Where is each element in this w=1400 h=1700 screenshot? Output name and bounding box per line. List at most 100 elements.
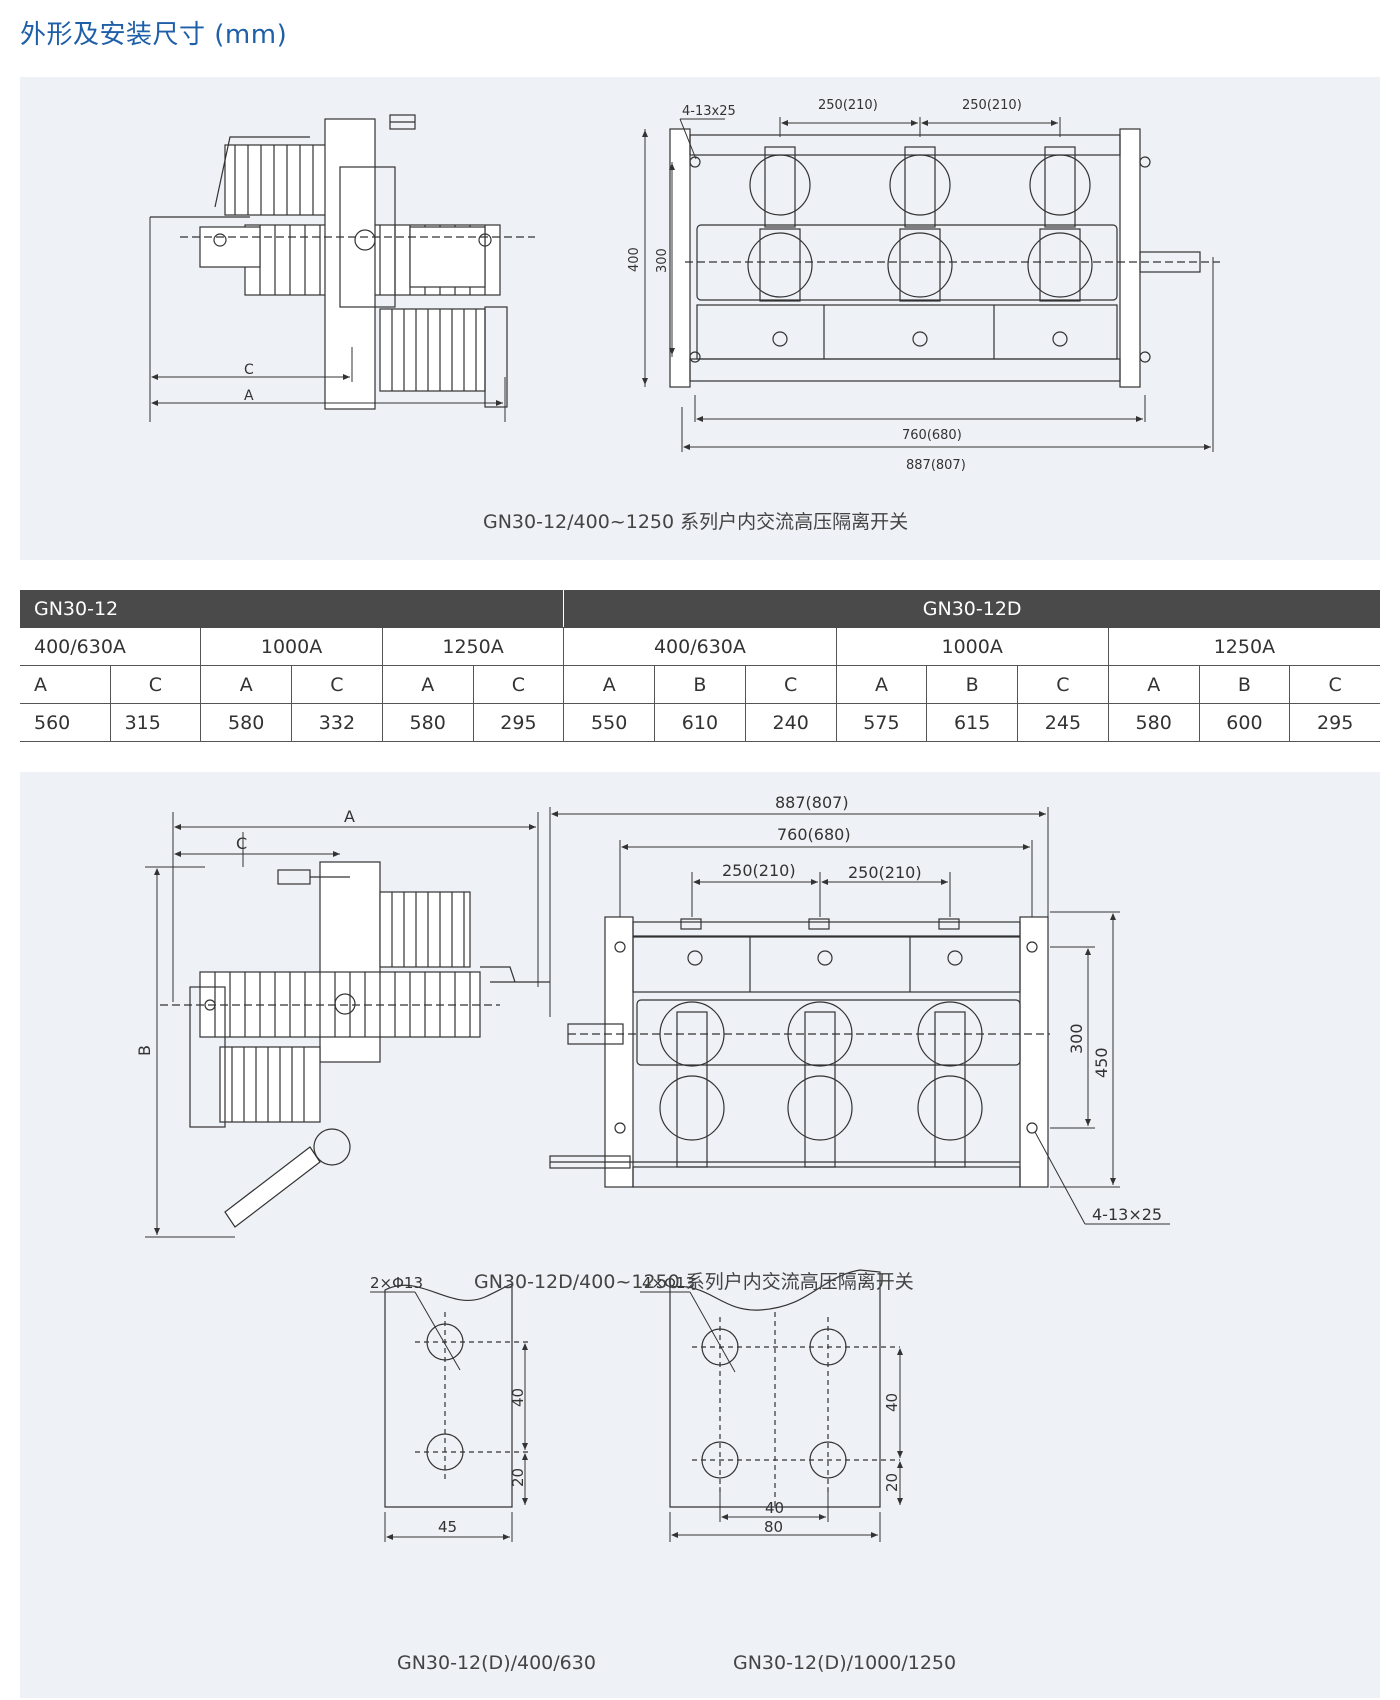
value-cell: 295 bbox=[472, 703, 564, 742]
figure1-caption: GN30-12/400~1250 系列户内交流高压隔离开关 bbox=[483, 511, 909, 533]
letter-cell: B bbox=[654, 665, 746, 704]
dim-label-pitch1b: 250(210) bbox=[722, 861, 796, 880]
value-cell: 600 bbox=[1198, 703, 1290, 742]
terminal2-dim-20: 20 bbox=[883, 1473, 901, 1492]
dim-label-pitch1: 250(210) bbox=[818, 98, 878, 113]
dim-label-300b: 300 bbox=[1067, 1023, 1086, 1054]
pole2-3 bbox=[917, 950, 983, 1168]
terminal-dims-2 bbox=[640, 1291, 903, 1542]
letter-cell: A bbox=[200, 665, 292, 704]
table-letter-row: A C A C A C A B C A B C A B C bbox=[20, 665, 1380, 704]
value-cell: 245 bbox=[1017, 703, 1109, 742]
pole-2 bbox=[887, 146, 953, 347]
top-view-gn30-12d bbox=[549, 916, 1050, 1188]
top-view-gn30-12 bbox=[669, 128, 1220, 388]
value-cell: 615 bbox=[926, 703, 1018, 742]
side-dims-gn30-12d bbox=[145, 812, 539, 1238]
letter-cell: A bbox=[835, 665, 927, 704]
rating-cell: 400/630A bbox=[20, 627, 201, 666]
side-view-gn30-12d bbox=[160, 861, 550, 1228]
dim-label-760: 760(680) bbox=[902, 428, 962, 443]
dim-label-760b: 760(680) bbox=[777, 825, 851, 844]
side-view-gn30-12 bbox=[150, 114, 535, 410]
dim-label-pitch2: 250(210) bbox=[962, 98, 1022, 113]
figure-panel-gn30-12: C A bbox=[20, 77, 1380, 560]
value-cell: 610 bbox=[654, 703, 746, 742]
dim-label-300: 300 bbox=[655, 248, 670, 273]
top-dims-gn30-12d bbox=[549, 807, 1170, 1225]
insulator-lower bbox=[379, 308, 486, 392]
letter-cell: C bbox=[109, 665, 201, 704]
letter-cell: A bbox=[20, 665, 111, 704]
pole-3 bbox=[1027, 146, 1093, 347]
terminal2-dim-80: 80 bbox=[764, 1518, 783, 1536]
dim-label-holes: 4-13x25 bbox=[682, 104, 736, 119]
figure-panel-gn30-12d: A C B bbox=[20, 772, 1380, 1698]
pole2-2 bbox=[787, 950, 853, 1168]
terminal-drawing-1 bbox=[384, 1283, 530, 1508]
pole-1 bbox=[747, 146, 813, 347]
terminal1-holes: 2×Φ13 bbox=[370, 1274, 423, 1292]
rating-cell: 1250A bbox=[381, 627, 564, 666]
letter-cell: C bbox=[291, 665, 383, 704]
value-cell: 550 bbox=[563, 703, 655, 742]
letter-cell: C bbox=[744, 665, 837, 704]
value-cell: 560 bbox=[20, 703, 111, 742]
value-cell: 580 bbox=[1107, 703, 1200, 742]
letter-cell: A bbox=[381, 665, 474, 704]
letter-cell: C bbox=[1289, 665, 1380, 704]
value-cell: 575 bbox=[835, 703, 927, 742]
letter-cell: A bbox=[1107, 665, 1200, 704]
terminal2-caption: GN30-12(D)/1000/1250 bbox=[733, 1652, 957, 1674]
dim-label-b2: B bbox=[135, 1045, 154, 1056]
value-cell: 315 bbox=[109, 703, 201, 742]
value-cell: 580 bbox=[381, 703, 474, 742]
drawing-gn30-12: C A bbox=[149, 98, 1220, 473]
table-group-gn30-12d: GN30-12D bbox=[563, 590, 1380, 628]
letter-cell: C bbox=[472, 665, 564, 704]
value-cell: 295 bbox=[1289, 703, 1380, 742]
dim-label-c2: C bbox=[236, 834, 247, 853]
table-group-gn30-12: GN30-12 bbox=[20, 590, 564, 628]
dim-label-887b: 887(807) bbox=[775, 793, 849, 812]
terminal1-dim-40: 40 bbox=[509, 1388, 527, 1407]
insulator-upper bbox=[224, 144, 331, 216]
dim-label-450b: 450 bbox=[1092, 1047, 1111, 1078]
rating-cell: 1250A bbox=[1107, 627, 1380, 666]
dim-label-a: A bbox=[244, 388, 254, 404]
letter-cell: A bbox=[563, 665, 655, 704]
rating-cell: 1000A bbox=[200, 627, 383, 666]
table-value-row: 560 315 580 332 580 295 550 610 240 575 … bbox=[20, 703, 1380, 742]
terminal-dims-1 bbox=[370, 1291, 528, 1542]
table-group-row: GN30-12 GN30-12D bbox=[20, 590, 1380, 628]
letter-cell: C bbox=[1017, 665, 1109, 704]
drawing-gn30-12d: A C B bbox=[135, 793, 1170, 1542]
letter-cell: B bbox=[1198, 665, 1290, 704]
dim-label-a2: A bbox=[344, 807, 355, 826]
dim-label-holes2: 4-13×25 bbox=[1092, 1205, 1162, 1224]
terminal1-dim-20: 20 bbox=[509, 1468, 527, 1487]
letter-cell: B bbox=[926, 665, 1018, 704]
value-cell: 580 bbox=[200, 703, 292, 742]
terminal2-dim-40v: 40 bbox=[883, 1393, 901, 1412]
dim-label-c: C bbox=[244, 362, 254, 378]
value-cell: 240 bbox=[744, 703, 837, 742]
dim-label-400: 400 bbox=[627, 247, 642, 272]
value-cell: 332 bbox=[291, 703, 383, 742]
dimension-table: GN30-12 GN30-12D 400/630A 1000A 1250A 40… bbox=[20, 590, 1380, 742]
terminal1-caption: GN30-12(D)/400/630 bbox=[397, 1652, 596, 1674]
terminal-drawing-2 bbox=[669, 1269, 900, 1508]
pole2-1 bbox=[659, 950, 725, 1168]
terminal2-holes: 4×Φ13 bbox=[642, 1274, 695, 1292]
terminal2-dim-40h: 40 bbox=[765, 1499, 784, 1517]
dim-label-887: 887(807) bbox=[906, 458, 966, 473]
side-dims-gn30-12 bbox=[149, 217, 506, 422]
table-rating-row: 400/630A 1000A 1250A 400/630A 1000A 1250… bbox=[20, 627, 1380, 666]
rating-cell: 1000A bbox=[835, 627, 1109, 666]
terminal1-dim-45: 45 bbox=[438, 1518, 457, 1536]
dim-label-pitch2b: 250(210) bbox=[848, 863, 922, 882]
page-title: 外形及安装尺寸 (mm) bbox=[20, 20, 288, 50]
figure2-caption: GN30-12D/400~1250 系列户内交流高压隔离开关 bbox=[474, 1271, 914, 1293]
top-dims-gn30-12 bbox=[642, 117, 1214, 452]
rating-cell: 400/630A bbox=[563, 627, 837, 666]
